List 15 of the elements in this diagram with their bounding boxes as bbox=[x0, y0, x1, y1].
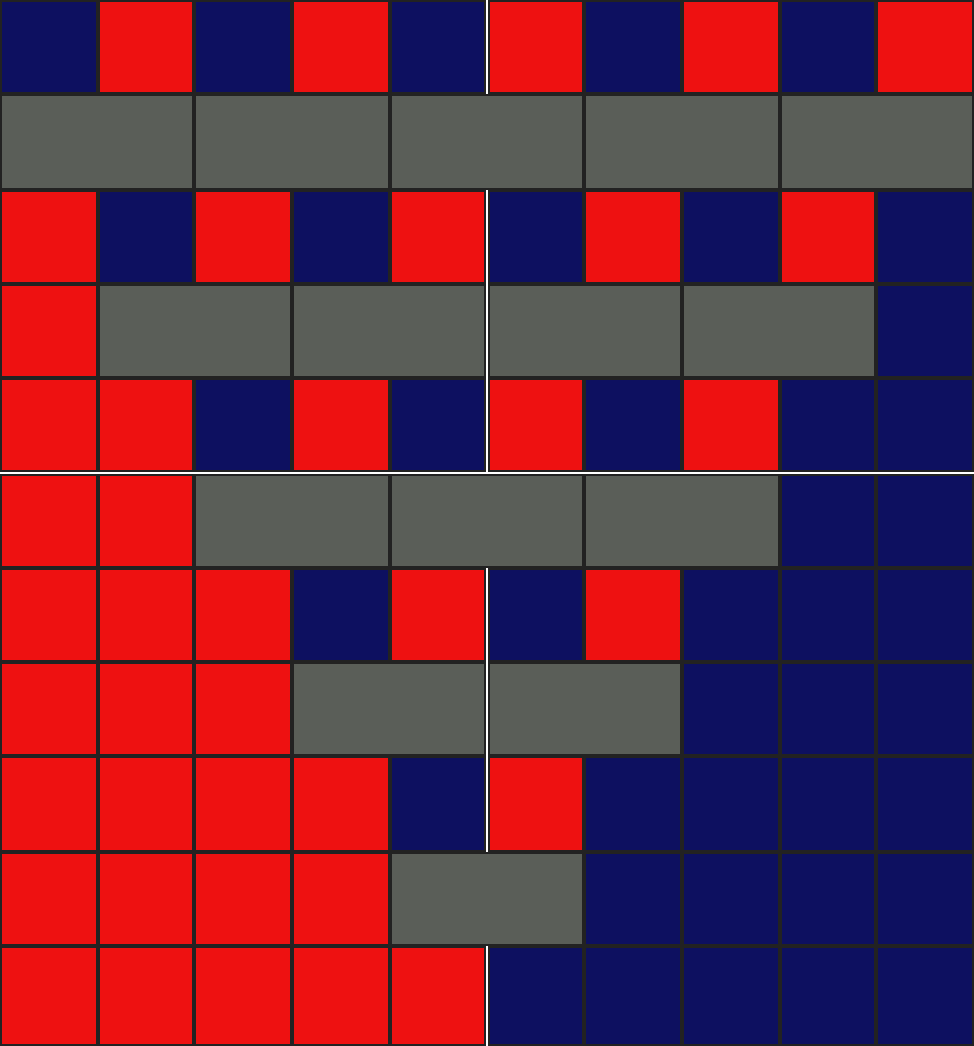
gate-block bbox=[389, 851, 585, 946]
gate-block bbox=[681, 283, 877, 379]
gate-block bbox=[487, 662, 682, 757]
gate-block bbox=[292, 283, 487, 379]
gate-block bbox=[389, 473, 585, 568]
gate-block bbox=[584, 473, 780, 568]
gate-block bbox=[584, 94, 780, 190]
gate-block bbox=[194, 473, 390, 568]
gate-block bbox=[389, 94, 585, 190]
gate-block bbox=[487, 283, 682, 379]
gate-block bbox=[292, 662, 487, 757]
gate-block bbox=[0, 94, 195, 190]
gate-block bbox=[779, 94, 974, 190]
gate-block bbox=[97, 283, 293, 379]
gate-block bbox=[194, 94, 390, 190]
